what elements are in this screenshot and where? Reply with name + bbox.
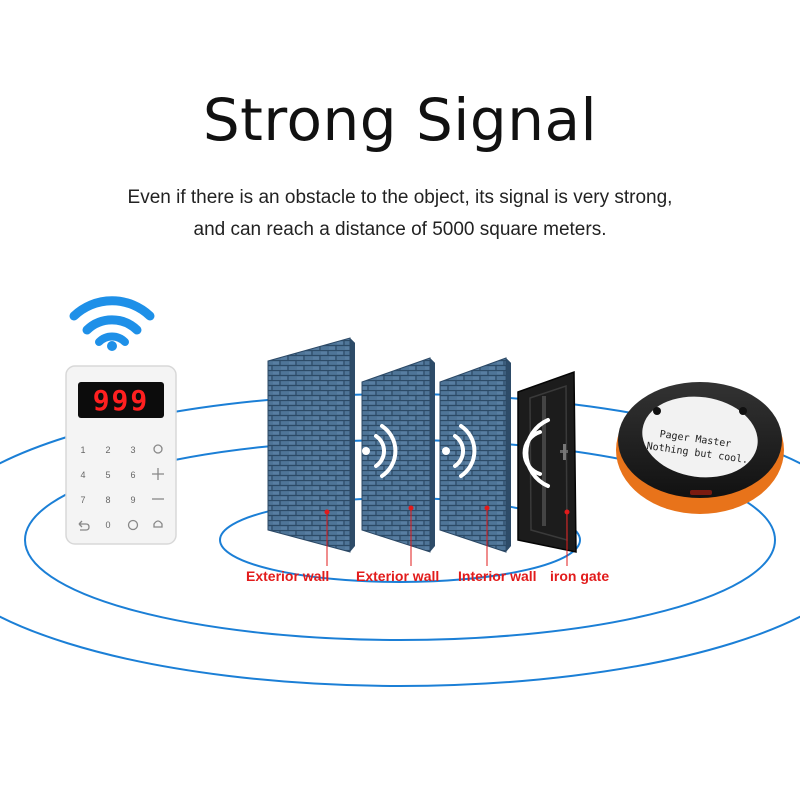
wifi-icon	[69, 296, 155, 351]
key-0: 0	[105, 520, 110, 530]
exterior-wall-2	[361, 357, 435, 553]
key-5: 5	[105, 470, 110, 480]
keypad: 1 2 3 4 5 6 7 8 9 0	[80, 445, 135, 530]
key-6: 6	[130, 470, 135, 480]
key-4: 4	[80, 470, 85, 480]
obstacle-label-exterior-wall-1: Exterior wall	[246, 568, 330, 584]
key-9: 9	[130, 495, 135, 505]
pager-device: Pager Master Nothing but cool.	[616, 382, 784, 514]
exterior-wall-1	[267, 337, 355, 553]
key-1: 1	[80, 445, 85, 455]
confirm-key-icon	[127, 519, 139, 531]
iron-gate	[517, 370, 577, 553]
bell-key-icon	[153, 520, 163, 528]
obstacle-label-exterior-wall-2: Exterior wall	[356, 568, 440, 584]
key-3: 3	[130, 445, 135, 455]
obstacle-label-interior-wall: Interior wall	[458, 568, 537, 584]
key-7: 7	[80, 495, 85, 505]
back-key-icon	[78, 520, 90, 531]
transmitter-device: 999 1 2 3 4 5 6 7 8 9 0	[65, 365, 177, 545]
plus-key-icon	[152, 468, 164, 480]
transmitter-display	[78, 382, 164, 418]
key-2: 2	[105, 445, 110, 455]
signal-waves-icon	[362, 418, 550, 488]
page-description: Even if there is an obstacle to the obje…	[127, 187, 673, 240]
obstacle-label-iron-gate: iron gate	[550, 568, 610, 584]
key-8: 8	[105, 495, 110, 505]
settings-key-icon	[153, 444, 163, 454]
label-pointers	[324, 505, 570, 566]
page-title: Strong Signal	[202, 86, 598, 154]
display-value: 999	[93, 384, 150, 417]
